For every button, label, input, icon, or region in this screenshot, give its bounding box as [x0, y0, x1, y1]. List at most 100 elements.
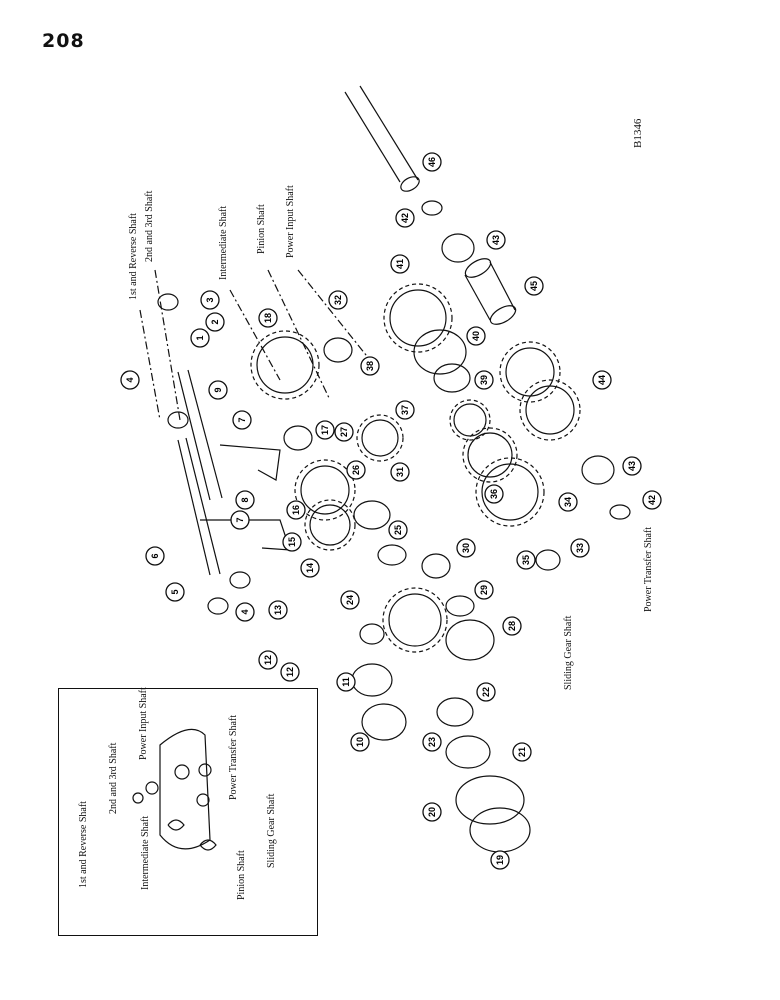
- svg-text:24: 24: [345, 595, 355, 605]
- svg-text:19: 19: [495, 855, 505, 865]
- cup-26: [377, 544, 407, 566]
- callout-17: 17: [315, 420, 335, 440]
- callout-18: 18: [258, 308, 278, 328]
- svg-text:6: 6: [150, 553, 160, 558]
- bearing-43-bottom: [581, 455, 615, 485]
- svg-text:26: 26: [351, 465, 361, 475]
- washer-42-top: [421, 200, 443, 216]
- seal-4-lower-b: [207, 597, 229, 615]
- svg-text:1: 1: [195, 335, 205, 340]
- svg-text:31: 31: [395, 467, 405, 477]
- callout-29: 29: [474, 580, 494, 600]
- callout-3: 3: [200, 290, 220, 310]
- svg-text:30: 30: [461, 543, 471, 553]
- callout-24: 24: [340, 590, 360, 610]
- callout-45: 45: [524, 276, 544, 296]
- svg-text:4: 4: [240, 609, 250, 614]
- callout-42: 42: [395, 208, 415, 228]
- svg-text:44: 44: [597, 375, 607, 385]
- inset-shaft-layout: [132, 728, 217, 851]
- callout-25: 25: [388, 520, 408, 540]
- callout-12: 12: [258, 650, 278, 670]
- svg-text:33: 33: [575, 543, 585, 553]
- callout-41: 41: [390, 254, 410, 274]
- gear-37: [449, 399, 491, 441]
- bearing-17: [283, 425, 313, 451]
- callout-7-b: 7: [230, 510, 250, 530]
- svg-text:34: 34: [563, 497, 573, 507]
- first-reverse-shaft-rod: [177, 369, 223, 576]
- svg-text:16: 16: [291, 505, 301, 515]
- svg-text:14: 14: [305, 563, 315, 573]
- svg-text:42: 42: [400, 213, 410, 223]
- svg-text:43: 43: [491, 235, 501, 245]
- callout-42-b: 42: [642, 490, 662, 510]
- svg-text:17: 17: [320, 425, 330, 435]
- bearing-24: [359, 623, 385, 645]
- callout-13: 13: [268, 600, 288, 620]
- washer-42-bottom: [609, 504, 631, 520]
- svg-text:37: 37: [400, 405, 410, 415]
- svg-text:12: 12: [285, 667, 295, 677]
- callout-37: 37: [395, 400, 415, 420]
- svg-text:40: 40: [471, 331, 481, 341]
- callout-7: 7: [232, 410, 252, 430]
- callout-1: 1: [190, 328, 210, 348]
- callout-8: 8: [235, 490, 255, 510]
- callout-33: 33: [570, 538, 590, 558]
- callout-19: 19: [490, 850, 510, 870]
- svg-text:28: 28: [507, 621, 517, 631]
- gear-23: [382, 587, 448, 653]
- gear-18: [250, 330, 320, 400]
- callout-30: 30: [456, 538, 476, 558]
- bearing-22: [436, 697, 474, 727]
- callout-4-b: 4: [235, 602, 255, 622]
- cup-21: [445, 735, 491, 769]
- svg-text:13: 13: [273, 605, 283, 615]
- callout-6: 6: [145, 546, 165, 566]
- svg-text:27: 27: [339, 427, 349, 437]
- gear-14-15: [294, 459, 356, 551]
- svg-text:12: 12: [263, 655, 273, 665]
- callout-23: 23: [422, 732, 442, 752]
- callout-11: 11: [336, 672, 356, 692]
- callout-27: 27: [334, 422, 354, 442]
- svg-text:21: 21: [517, 747, 527, 757]
- svg-text:18: 18: [263, 313, 273, 323]
- callout-2: 2: [205, 312, 225, 332]
- callout-40: 40: [466, 326, 486, 346]
- callout-26: 26: [346, 460, 366, 480]
- callout-43-b: 43: [622, 456, 642, 476]
- callout-34: 34: [558, 492, 578, 512]
- page-number: 208: [42, 30, 85, 52]
- svg-text:41: 41: [395, 259, 405, 269]
- callout-43: 43: [486, 230, 506, 250]
- gasket-11: [351, 663, 393, 697]
- gear-41: [383, 283, 453, 353]
- svg-text:15: 15: [287, 537, 297, 547]
- svg-text:42: 42: [647, 495, 657, 505]
- gasket-20: [455, 775, 525, 825]
- svg-text:38: 38: [365, 361, 375, 371]
- svg-text:43: 43: [627, 461, 637, 471]
- callout-36: 36: [484, 484, 504, 504]
- svg-text:39: 39: [479, 375, 489, 385]
- seal-4-lower-a: [229, 571, 251, 589]
- callout-28: 28: [502, 616, 522, 636]
- callout-20: 20: [422, 802, 442, 822]
- callout-12-b: 12: [280, 662, 300, 682]
- svg-text:46: 46: [427, 157, 437, 167]
- svg-text:7: 7: [237, 417, 247, 422]
- gear-cluster-44: [499, 341, 581, 441]
- svg-text:35: 35: [521, 555, 531, 565]
- cup-25: [353, 500, 391, 530]
- sleeve-45: [464, 258, 517, 325]
- callout-38: 38: [360, 356, 380, 376]
- cover-10: [361, 703, 407, 741]
- callout-9: 9: [208, 380, 228, 400]
- svg-text:5: 5: [170, 589, 180, 594]
- seal-4-upper-b: [167, 411, 189, 429]
- callout-46: 46: [422, 152, 442, 172]
- bearing-43-top: [441, 233, 475, 263]
- callout-16: 16: [286, 500, 306, 520]
